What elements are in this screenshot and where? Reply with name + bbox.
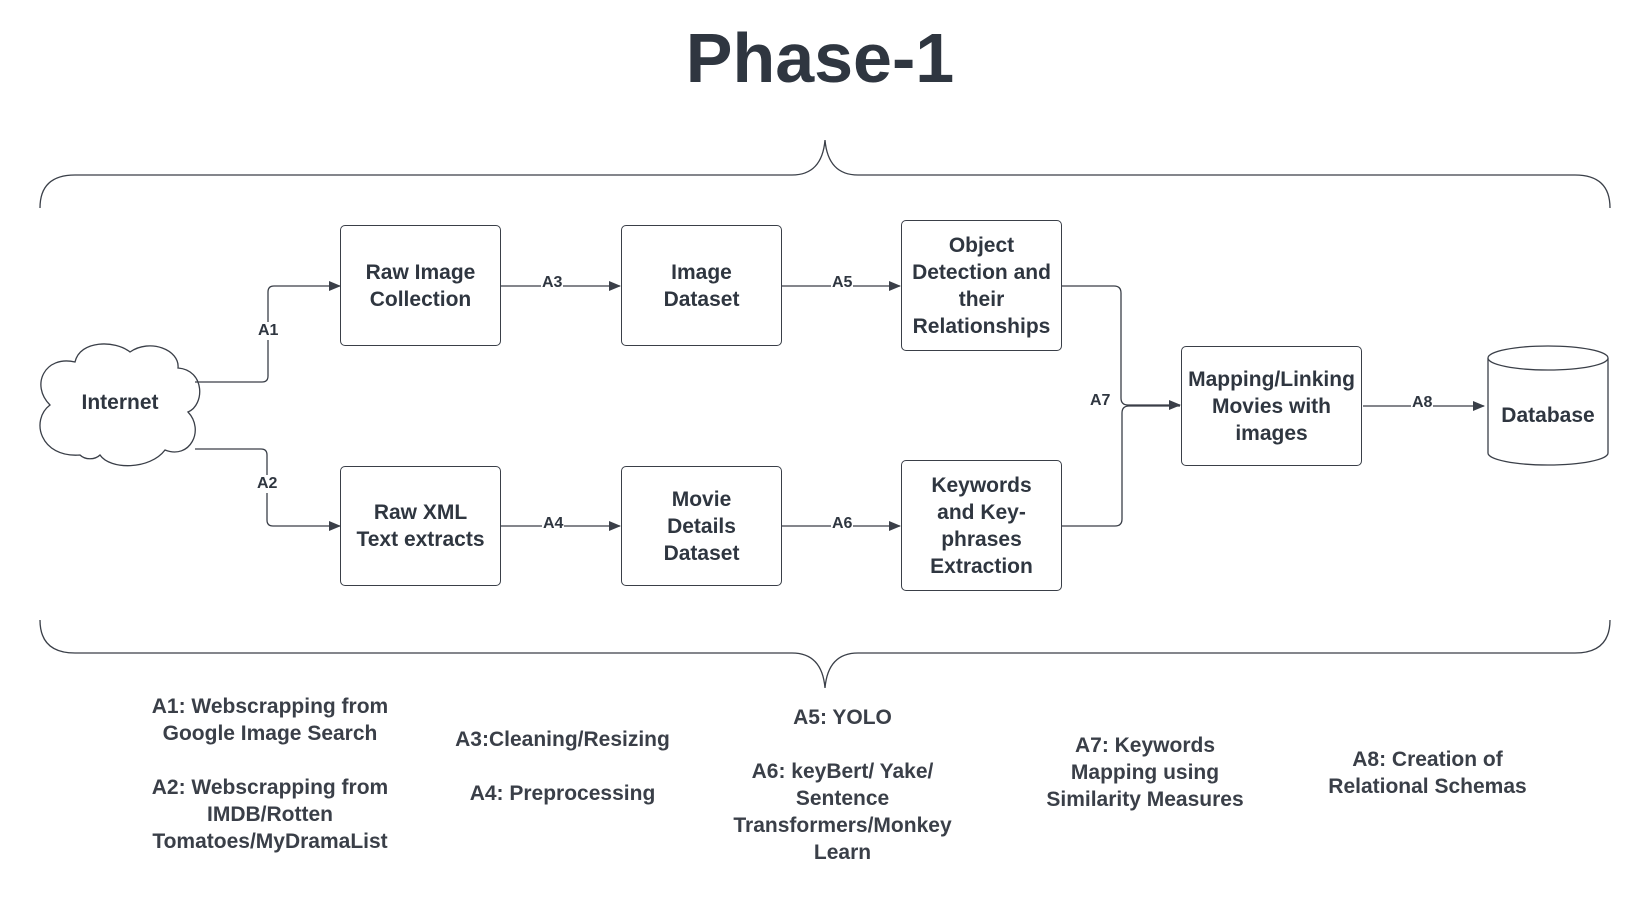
bottom-brace	[39, 619, 1611, 689]
edge-label-a1: A1	[257, 322, 280, 340]
legend-a1: A1: Webscrapping from Google Image Searc…	[151, 695, 389, 745]
legend-column-4: A7: Keywords Mapping using Similarity Me…	[1035, 732, 1255, 813]
node-keywords-extraction-label: Keywords and Key-phrases Extraction	[930, 473, 1033, 578]
legend-column-1: A1: Webscrapping from Google Image Searc…	[140, 693, 400, 855]
node-raw-image-collection-label: Raw Image Collection	[365, 260, 476, 311]
edge-label-a7: A7	[1089, 392, 1112, 410]
node-internet: Internet	[81, 390, 159, 414]
legend-a3: A3:Cleaning/Resizing	[455, 728, 670, 751]
top-brace	[39, 139, 1611, 209]
legend-a6: A6: keyBert/ Yake/ Sentence Transformers…	[733, 760, 952, 864]
edge-a7-lower-line	[1062, 405, 1180, 527]
node-object-detection-label: Object Detection and their Relationships	[912, 233, 1051, 338]
edge-label-a5: A5	[831, 274, 854, 292]
node-raw-xml-label: Raw XML Text extracts	[356, 501, 485, 551]
node-mapping-label: Mapping/Linking Movies with images	[1188, 367, 1355, 445]
legend-column-2: A3:Cleaning/Resizing A4: Preprocessing	[440, 726, 685, 807]
edge-label-a2: A2	[256, 475, 279, 493]
edge-label-a3: A3	[541, 274, 564, 292]
node-image-dataset-label: Image Dataset	[663, 260, 740, 311]
node-keywords-extraction: Keywords and Key-phrases Extraction	[901, 460, 1062, 591]
edge-a7-upper-line	[1062, 285, 1181, 410]
node-image-dataset: Image Dataset	[621, 225, 782, 346]
page-title: Phase-1	[685, 19, 955, 97]
legend-column-5: A8: Creation of Relational Schemas	[1315, 746, 1540, 800]
edge-label-a8: A8	[1411, 394, 1434, 412]
legend-a8: A8: Creation of Relational Schemas	[1328, 748, 1527, 798]
edge-label-a4: A4	[542, 515, 565, 533]
node-raw-xml: Raw XML Text extracts	[340, 466, 501, 586]
node-movie-details: Movie Details Dataset	[621, 466, 782, 586]
node-object-detection: Object Detection and their Relationships	[901, 220, 1062, 351]
legend-column-3: A5: YOLO A6: keyBert/ Yake/ Sentence Tra…	[720, 704, 965, 866]
node-database: Database	[1501, 403, 1595, 427]
internet-cloud-shape	[39, 343, 201, 467]
database-cylinder-shape	[1487, 345, 1609, 466]
node-movie-details-label: Movie Details Dataset	[663, 487, 740, 565]
legend-a5: A5: YOLO	[793, 706, 892, 729]
legend-a4: A4: Preprocessing	[469, 782, 656, 805]
edge-label-a6: A6	[831, 515, 854, 533]
legend-a7: A7: Keywords Mapping using Similarity Me…	[1046, 734, 1244, 811]
node-mapping: Mapping/Linking Movies with images	[1181, 346, 1362, 466]
node-raw-image-collection: Raw Image Collection	[340, 225, 501, 346]
legend-a2: A2: Webscrapping from IMDB/Rotten Tomato…	[151, 776, 389, 853]
